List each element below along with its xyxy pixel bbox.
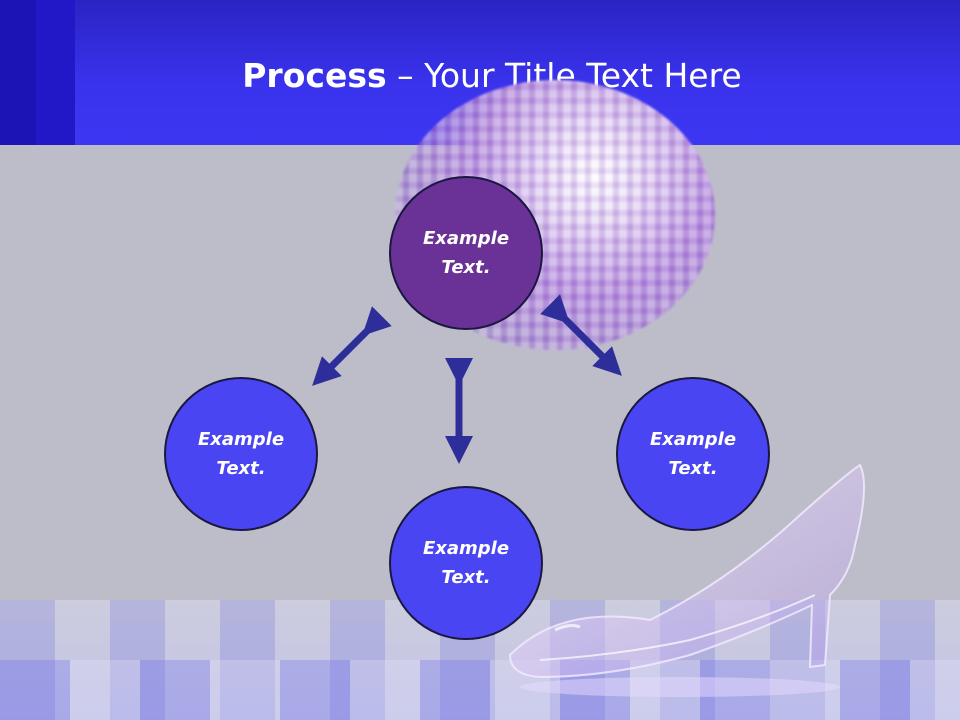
header-accent-strip xyxy=(36,0,75,145)
node-left: Example Text. xyxy=(164,377,318,531)
arrow-top-right xyxy=(540,294,622,376)
arrow-top-left xyxy=(312,306,392,386)
node-label: Example Text. xyxy=(422,228,510,278)
node-label: Example Text. xyxy=(649,429,737,479)
title-bold: Process xyxy=(242,56,387,95)
glass-slipper-image xyxy=(508,463,865,697)
node-label: Example Text. xyxy=(197,429,285,479)
node-top: Example Text. xyxy=(389,176,543,330)
header-accent-strip xyxy=(0,0,36,145)
node-right: Example Text. xyxy=(616,377,770,531)
node-label: Example Text. xyxy=(422,538,510,588)
node-bottom: Example Text. xyxy=(389,486,543,640)
